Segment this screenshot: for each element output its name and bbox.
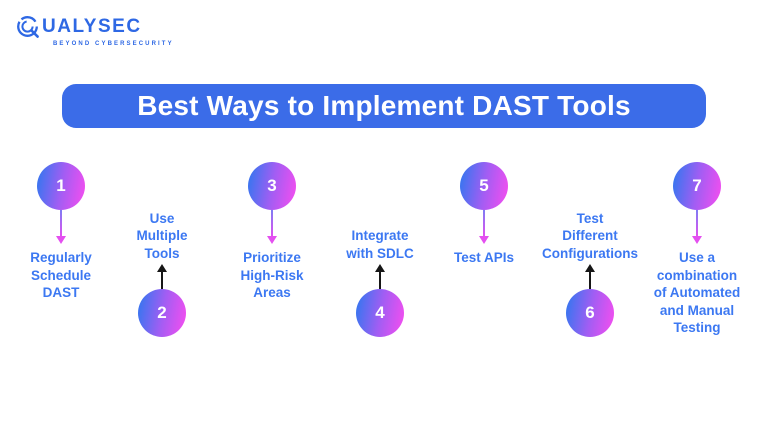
arrow-up-icon bbox=[374, 264, 386, 289]
step-label: Use a combination of Automated and Manua… bbox=[653, 250, 741, 335]
step-6: 6 Test Different Configurations bbox=[525, 150, 655, 370]
step-label: Prioritize High-Risk Areas bbox=[240, 250, 304, 300]
step-number-circle: 1 bbox=[37, 162, 85, 210]
step-label: Regularly Schedule DAST bbox=[30, 250, 92, 300]
logo-tagline: BEYOND CYBERSECURITY bbox=[53, 41, 174, 47]
step-number-circle: 4 bbox=[356, 289, 404, 337]
arrow-down-icon bbox=[55, 210, 67, 244]
step-label: Integrate with SDLC bbox=[346, 228, 414, 261]
step-number-circle: 5 bbox=[460, 162, 508, 210]
step-number-circle: 7 bbox=[673, 162, 721, 210]
step-label: Use Multiple Tools bbox=[136, 210, 188, 261]
step-label: Test Different Configurations bbox=[542, 210, 638, 261]
step-2: 2 Use Multiple Tools bbox=[97, 150, 227, 370]
arrow-down-icon bbox=[478, 210, 490, 244]
step-number-circle: 2 bbox=[138, 289, 186, 337]
step-4: 4 Integrate with SDLC bbox=[315, 150, 445, 370]
logo-row: UALYSEC bbox=[16, 15, 174, 39]
step-number: 6 bbox=[585, 303, 595, 322]
step-number: 1 bbox=[56, 176, 66, 195]
step-number: 3 bbox=[267, 176, 277, 195]
step-number: 4 bbox=[375, 303, 385, 322]
step-number-circle: 3 bbox=[248, 162, 296, 210]
arrow-up-icon bbox=[584, 264, 596, 289]
step-label: Test APIs bbox=[453, 250, 515, 265]
step-number-circle: 6 bbox=[566, 289, 614, 337]
arrow-down-icon bbox=[691, 210, 703, 244]
step-number: 5 bbox=[479, 176, 489, 195]
arrow-down-icon bbox=[266, 210, 278, 244]
step-number: 7 bbox=[692, 176, 702, 195]
arrow-up-icon bbox=[156, 264, 168, 289]
title-banner: Best Ways to Implement DAST Tools bbox=[62, 84, 706, 128]
qualysec-logo: UALYSEC BEYOND CYBERSECURITY bbox=[16, 15, 174, 47]
step-number: 2 bbox=[157, 303, 167, 322]
logo-q-mark-icon bbox=[17, 16, 39, 38]
logo-brand-text: UALYSEC bbox=[42, 16, 142, 37]
page-title: Best Ways to Implement DAST Tools bbox=[137, 90, 631, 121]
